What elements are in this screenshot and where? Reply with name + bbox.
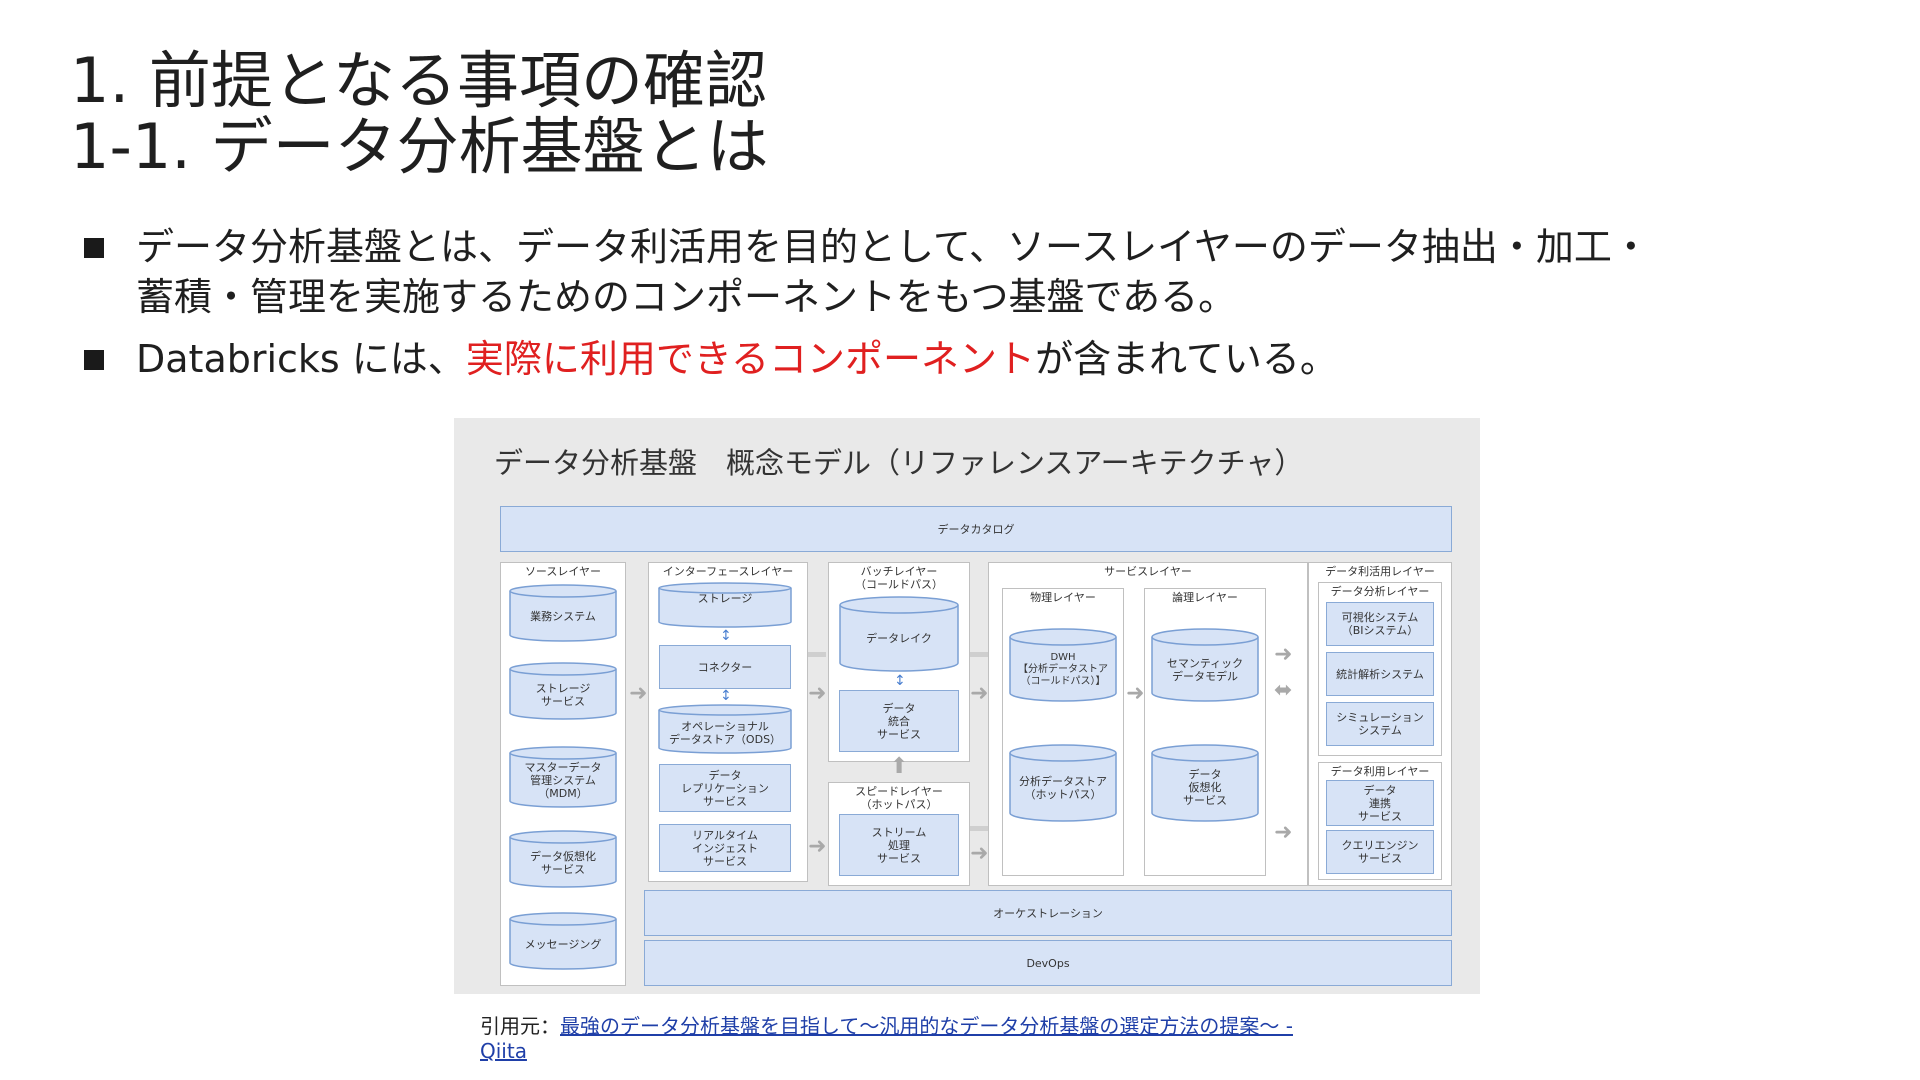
- square-bullet-icon: [84, 350, 104, 370]
- cylinder-shape: [509, 746, 617, 808]
- arrow-right-icon: ➜: [808, 681, 827, 706]
- source-cylinder: データ仮想化 サービス: [509, 830, 617, 888]
- stream-box: ストリーム 処理 サービス: [839, 814, 959, 876]
- title-line-2: 1-1. データ分析基盤とは: [70, 110, 769, 183]
- bullet-text-line: データ分析基盤とは、データ利活用を目的として、ソースレイヤーのデータ抽出・加工・: [136, 225, 1650, 269]
- replication-box: データ レプリケーション サービス: [659, 764, 791, 812]
- cylinder-shape: [1151, 744, 1259, 822]
- simulation-box: シミュレーション システム: [1326, 702, 1434, 746]
- arrow-right-icon: ➜: [970, 841, 989, 866]
- bi-system-box: 可視化システム （BIシステム）: [1326, 602, 1434, 646]
- architecture-diagram: データ分析基盤 概念モデル（リファレンスアーキテクチャ） データカタログ ソース…: [454, 418, 1480, 994]
- cylinder-shape: [1009, 628, 1117, 702]
- batch-layer-label: バッチレイヤー （コールドパス）: [855, 565, 943, 591]
- cylinder-shape: [1151, 628, 1259, 702]
- cylinder-shape: [1009, 744, 1117, 822]
- bullet-text-line: 蓄積・管理を実施するためのコンポーネントをもつ基盤である。: [136, 275, 1237, 319]
- highlighted-text: 実際に利用できるコンポーネント: [465, 337, 1036, 381]
- physical-layer-label: 物理レイヤー: [1030, 591, 1096, 604]
- citation-link-continued[interactable]: Qiita: [480, 1039, 527, 1063]
- source-cylinder: メッセージング: [509, 912, 617, 970]
- cylinder-label: データ仮想化 サービス: [530, 849, 596, 876]
- hot-store-cylinder: 分析データストア （ホットパス）: [1009, 744, 1117, 822]
- bullet-text: Databricks には、: [136, 337, 466, 381]
- bidirectional-arrow-icon: ↕: [720, 688, 732, 704]
- slide-title: 1. 前提となる事項の確認 1-1. データ分析基盤とは: [70, 48, 769, 180]
- devops-box: DevOps: [644, 940, 1452, 986]
- title-line-1: 1. 前提となる事項の確認: [70, 44, 768, 117]
- bidirectional-arrow-icon: ⬌: [1274, 678, 1293, 703]
- bullet-item: データ分析基盤とは、データ利活用を目的として、ソースレイヤーのデータ抽出・加工・…: [84, 222, 1804, 322]
- cylinder-label: DWH 【分析データストア （コールドパス）】: [1018, 651, 1108, 687]
- storage-cylinder: ストレージ: [658, 582, 792, 628]
- cylinder-label: 業務システム: [530, 610, 596, 623]
- cylinder-label: マスターデータ 管理システム （MDM）: [524, 761, 602, 800]
- connector-bar: [808, 652, 826, 657]
- ingest-box: リアルタイム インジェスト サービス: [659, 824, 791, 872]
- source-layer-label: ソースレイヤー: [524, 565, 602, 578]
- connector-box: コネクター: [659, 645, 791, 689]
- cylinder-shape: [509, 912, 617, 970]
- cylinder-shape: [658, 582, 792, 628]
- cylinder-label: ストレージ サービス: [535, 681, 591, 708]
- connector-bar: [970, 652, 990, 657]
- logical-layer-label: 論理レイヤー: [1172, 591, 1238, 604]
- virtualization-cylinder: データ 仮想化 サービス: [1151, 744, 1259, 822]
- arrow-right-icon: ➜: [970, 681, 989, 706]
- ods-cylinder: オペレーショナル データストア（ODS）: [658, 704, 792, 754]
- cylinder-label: オペレーショナル データストア（ODS）: [668, 720, 782, 746]
- speed-layer-label: スピードレイヤー （ホットパス）: [855, 785, 943, 811]
- data-catalog-box: データカタログ: [500, 506, 1452, 552]
- interface-layer-label: インターフェースレイヤー: [662, 565, 794, 578]
- orchestration-box: オーケストレーション: [644, 890, 1452, 936]
- connector-bar: [970, 826, 990, 831]
- query-engine-box: クエリエンジン サービス: [1326, 830, 1434, 874]
- arrow-right-icon: ➜: [1274, 820, 1293, 845]
- cylinder-shape: [509, 830, 617, 888]
- source-cylinder: マスターデータ 管理システム （MDM）: [509, 746, 617, 808]
- cylinder-shape: [509, 662, 617, 720]
- semantic-cylinder: セマンティック データモデル: [1151, 628, 1259, 702]
- cylinder-shape: [839, 596, 959, 672]
- integration-box: データ 統合 サービス: [839, 690, 959, 752]
- arrow-right-icon: ➜: [808, 834, 827, 859]
- dwh-cylinder: DWH 【分析データストア （コールドパス）】: [1009, 628, 1117, 702]
- citation: 引用元：最強のデータ分析基盤を目指して～汎用的なデータ分析基盤の選定方法の提案～…: [480, 1014, 1293, 1064]
- utilization-layer-label: データ利用レイヤー: [1330, 765, 1430, 778]
- cylinder-label: データレイク: [866, 632, 932, 645]
- cylinder-label: メッセージング: [524, 938, 602, 951]
- bidirectional-arrow-icon: ↕: [720, 628, 732, 644]
- cylinder-label: ストレージ: [697, 591, 753, 605]
- source-cylinder: 業務システム: [509, 584, 617, 642]
- square-bullet-icon: [84, 238, 104, 258]
- cylinder-shape: [509, 584, 617, 642]
- cylinder-label: 分析データストア （ホットパス）: [1019, 774, 1107, 801]
- statistics-box: 統計解析システム: [1326, 652, 1434, 696]
- citation-prefix: 引用元：: [480, 1014, 560, 1038]
- data-lake-cylinder: データレイク: [839, 596, 959, 672]
- bullet-list: データ分析基盤とは、データ利活用を目的として、ソースレイヤーのデータ抽出・加工・…: [84, 222, 1804, 396]
- cylinder-label: セマンティック データモデル: [1166, 656, 1244, 683]
- bidirectional-arrow-icon: ↕: [894, 673, 906, 689]
- arrow-right-icon: ➜: [629, 681, 648, 706]
- source-cylinder: ストレージ サービス: [509, 662, 617, 720]
- citation-link[interactable]: 最強のデータ分析基盤を目指して～汎用的なデータ分析基盤の選定方法の提案～ -: [560, 1014, 1293, 1038]
- bullet-item: Databricks には、実際に利用できるコンポーネントが含まれている。: [84, 334, 1804, 384]
- cylinder-label: データ 仮想化 サービス: [1183, 768, 1227, 807]
- usage-layer-label: データ利活用レイヤー: [1325, 565, 1435, 578]
- service-layer-label: サービスレイヤー: [1104, 565, 1192, 578]
- analysis-layer-label: データ分析レイヤー: [1330, 585, 1430, 598]
- arrow-right-icon: ➜: [1126, 681, 1145, 706]
- bullet-text: が含まれている。: [1035, 337, 1338, 381]
- arrow-up-icon: ⬆: [890, 754, 909, 779]
- arrow-right-icon: ➜: [1274, 642, 1293, 667]
- data-link-box: データ 連携 サービス: [1326, 780, 1434, 826]
- cylinder-shape: [658, 704, 792, 754]
- diagram-title: データ分析基盤 概念モデル（リファレンスアーキテクチャ）: [494, 446, 1304, 480]
